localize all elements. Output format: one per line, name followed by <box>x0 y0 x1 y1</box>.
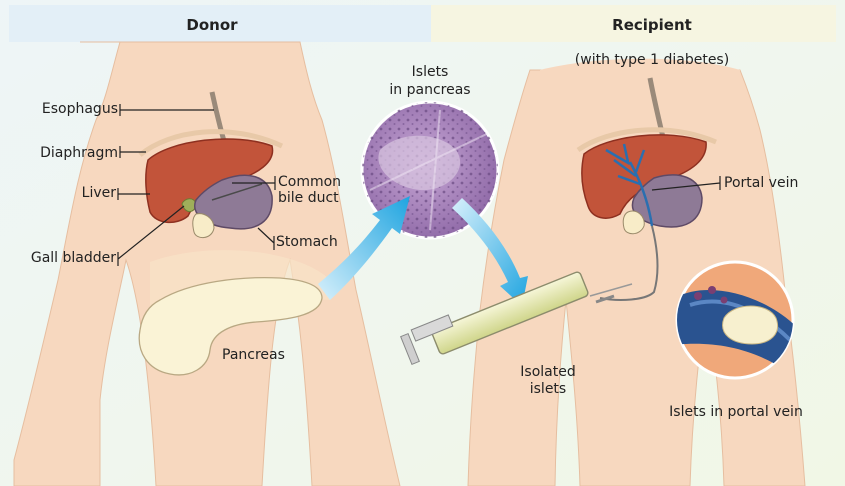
recipient-header: Recipient <box>612 16 692 34</box>
label-islets-line1: Islets <box>412 64 449 80</box>
label-isolated-line1: Isolated <box>520 364 575 380</box>
label-islets-in-portal-vein: Islets in portal vein <box>669 404 803 420</box>
donor-header: Donor <box>186 16 238 34</box>
label-portal-vein: Portal vein <box>724 175 798 191</box>
label-common-bile-duct-line2: bile duct <box>278 190 339 206</box>
label-diaphragm: Diaphragm <box>40 145 118 161</box>
label-gall-bladder: Gall bladder <box>31 250 116 266</box>
recipient-duodenum <box>623 211 644 234</box>
label-stomach: Stomach <box>276 234 338 250</box>
label-isolated-line2: islets <box>530 381 566 397</box>
label-liver: Liver <box>82 185 117 201</box>
label-esophagus: Esophagus <box>42 101 118 117</box>
recipient-subheader: (with type 1 diabetes) <box>575 52 729 68</box>
label-pancreas: Pancreas <box>222 347 285 363</box>
label-common-bile-duct-line1: Common <box>278 174 341 190</box>
label-islets-line2: in pancreas <box>389 82 470 98</box>
